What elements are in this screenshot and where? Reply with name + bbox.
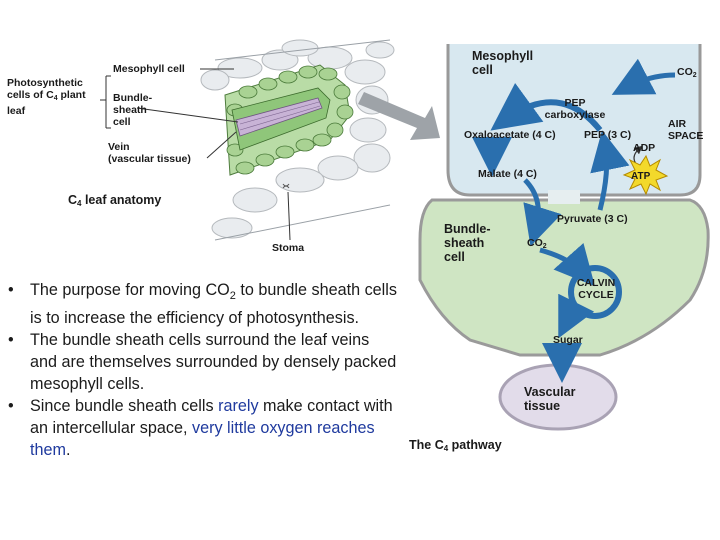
photosynthetic-cells-line1: Photosynthetic — [7, 77, 83, 89]
bullet-dot: • — [8, 331, 14, 349]
co2-top-sub: 2 — [692, 72, 697, 79]
leaf-anatomy-caption-sub: 4 — [77, 199, 82, 208]
vascular-tissue-label-1: Vascular — [524, 385, 576, 399]
leaf-anatomy-caption-prefix: C — [68, 193, 78, 207]
mesophyll-cell-title-1: Mesophyll — [472, 49, 534, 63]
pathway-caption-sub: 4 — [443, 444, 449, 453]
bullet-3-text-b: make contact with an intercellular space… — [30, 397, 393, 437]
bullet-1-sub: 2 — [229, 290, 236, 302]
bundle-sheath-label-3: cell — [113, 116, 131, 128]
bundle-sheath-title-2: sheath — [444, 236, 485, 250]
vein-label-2: (vascular tissue) — [108, 153, 191, 165]
sugar-label: Sugar — [553, 334, 583, 346]
calvin-cycle-label-1: CALVIN — [576, 277, 616, 289]
bundle-sheath-label-2: sheath — [113, 104, 147, 116]
bundle-sheath-label-1: Bundle- — [113, 92, 153, 104]
pep-carboxylase-label-2: carboxylase — [544, 109, 606, 121]
bullet-item-1: • The purpose for moving CO2 to bundle s… — [8, 279, 398, 329]
bullet-item-2: • The bundle sheath cells surround the l… — [8, 329, 398, 395]
mesophyll-cell-label: Mesophyll cell — [113, 63, 185, 75]
co2-inner-label: CO — [527, 237, 543, 249]
stoma-label: Stoma — [272, 242, 305, 254]
pathway-caption-prefix: The C — [409, 438, 444, 452]
air-space-label-1: AIR — [668, 118, 687, 130]
pep-label: PEP (3 C) — [584, 129, 632, 141]
bullet-3-text-a: Since bundle sheath cells — [30, 397, 219, 415]
leaf-anatomy-caption-suffix: leaf anatomy — [81, 193, 162, 207]
bullet-3-very-little: very little oxygen reaches them — [30, 419, 375, 459]
bullet-1-text-b: to bundle sheath cells is to increase th… — [30, 281, 397, 327]
malate-label: Malate (4 C) — [478, 168, 537, 180]
bullet-list: • The purpose for moving CO2 to bundle s… — [8, 279, 398, 461]
bullet-item-3: • Since bundle sheath cells rarely make … — [8, 395, 398, 461]
photosynthetic-cells-line3: leaf — [7, 105, 26, 117]
bullet-3-rarely: rarely — [218, 397, 259, 415]
leaf-anatomy-drawing — [100, 39, 440, 241]
co2-inner-sub: 2 — [542, 243, 547, 250]
bundle-sheath-title-1: Bundle- — [444, 222, 491, 236]
pep-carboxylase-label-1: PEP — [564, 97, 586, 109]
photosynthetic-cells-line2a: cells of C — [7, 89, 54, 101]
pyruvate-label: Pyruvate (3 C) — [557, 213, 628, 225]
mesophyll-cell-title-2: cell — [472, 63, 493, 77]
calvin-cycle-label-2: CYCLE — [578, 289, 614, 301]
bullet-dot: • — [8, 397, 14, 415]
photosynthetic-cells-sub: 4 — [53, 95, 58, 102]
oxaloacetate-label: Oxaloacetate (4 C) — [464, 129, 556, 141]
bundle-sheath-title-3: cell — [444, 250, 465, 264]
bullet-2-text: The bundle sheath cells surround the lea… — [30, 331, 397, 393]
vascular-tissue-label-2: tissue — [524, 399, 561, 413]
photosynthetic-cells-line2b: plant — [57, 89, 86, 101]
bullet-dot: • — [8, 281, 14, 299]
vein-label-1: Vein — [108, 141, 130, 153]
atp-label: ATP — [631, 171, 651, 182]
pathway-caption-suffix: pathway — [448, 438, 502, 452]
bullet-1-text-a: The purpose for moving CO — [30, 281, 230, 299]
air-space-label-2: SPACE — [668, 130, 704, 142]
co2-top-label: CO — [677, 66, 693, 78]
adp-label: ADP — [633, 142, 656, 154]
bullet-3-end: . — [66, 441, 71, 459]
